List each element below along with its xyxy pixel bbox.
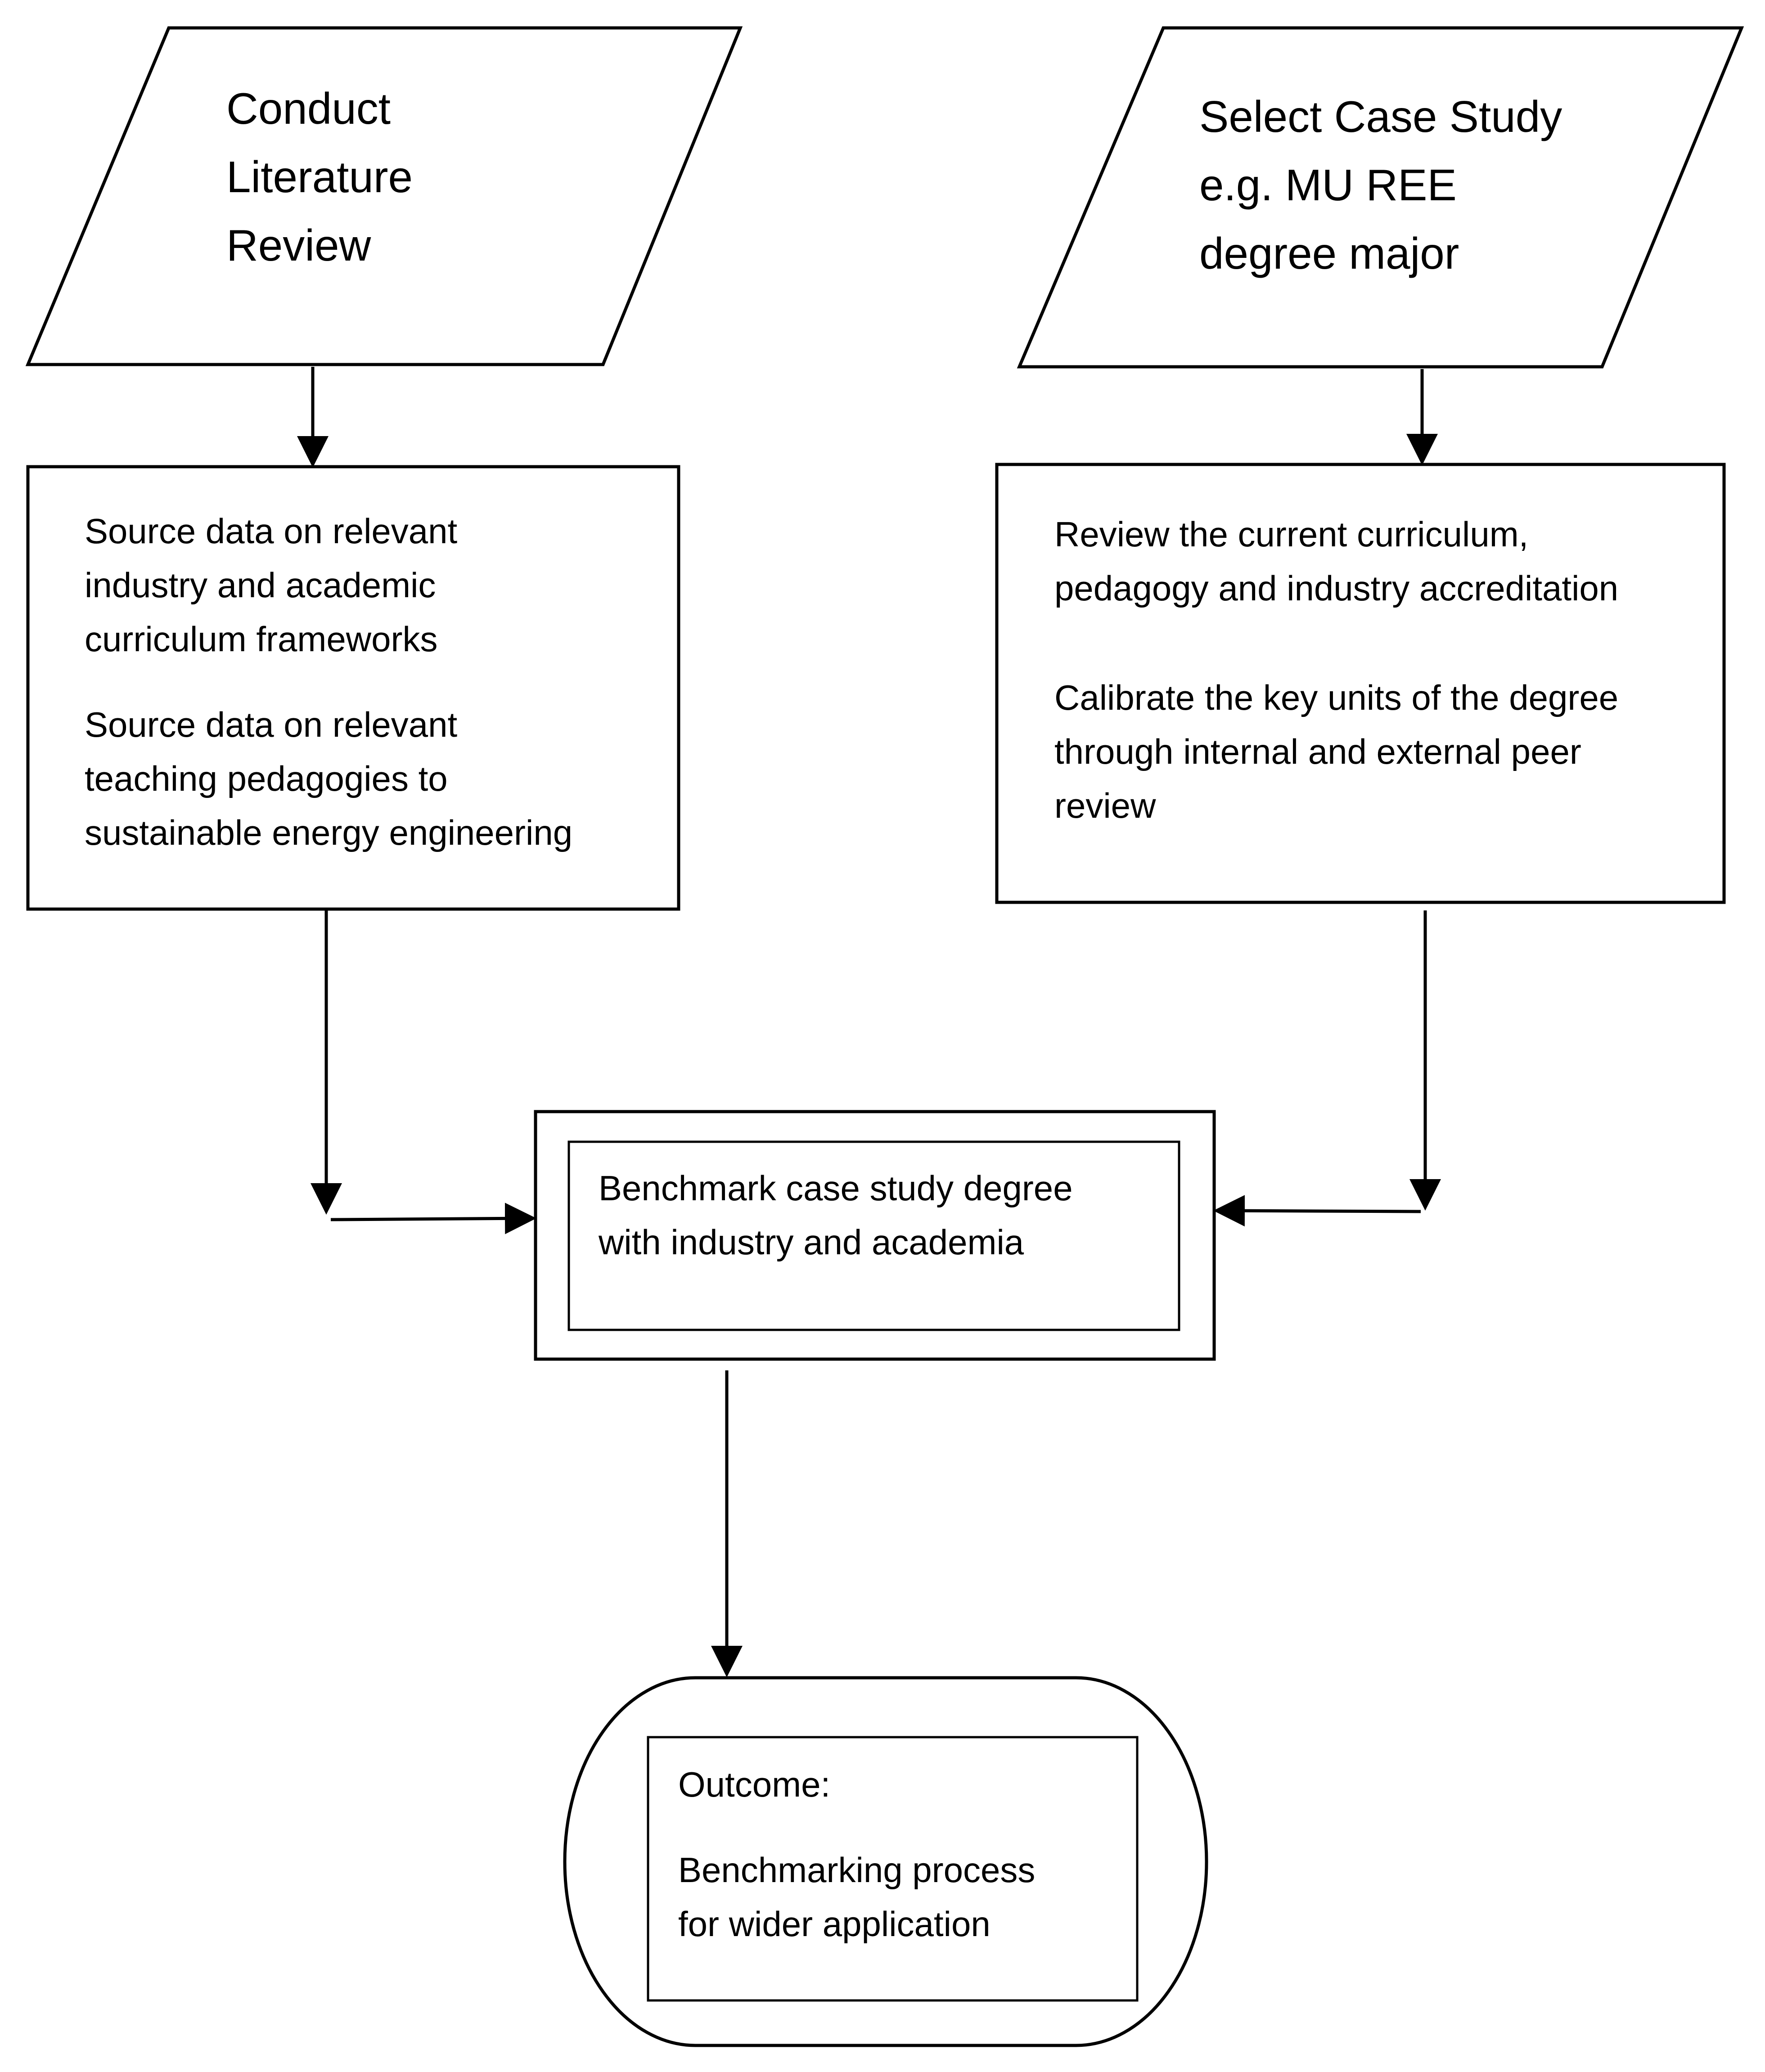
outcome-text: Benchmarking process for wider applicati… (678, 1843, 1035, 1951)
case-study-text: Select Case Study e.g. MU REE degree maj… (1199, 82, 1562, 288)
source-data-paragraph-1: Source data on relevant industry and aca… (85, 504, 457, 666)
source-data-line: industry and academic (85, 565, 436, 605)
case-study-parallelogram (1017, 26, 1744, 369)
review-curriculum-line: Review the current curriculum, (1054, 514, 1529, 554)
review-curriculum-paragraph-2: Calibrate the key units of the degree th… (1054, 671, 1618, 833)
literature-review-line: Literature (226, 152, 413, 202)
case-study-line: e.g. MU REE (1199, 160, 1457, 210)
benchmark-line: Benchmark case study degree (599, 1168, 1073, 1208)
outcome-terminator (563, 1676, 1208, 2047)
source-data-line: sustainable energy engineering (85, 813, 573, 852)
benchmark-text: Benchmark case study degree with industr… (599, 1161, 1073, 1269)
literature-review-text: Conduct Literature Review (226, 74, 413, 279)
review-curriculum-box (995, 463, 1726, 904)
benchmark-line: with industry and academia (599, 1222, 1024, 1262)
source-data-paragraph-2: Source data on relevant teaching pedagog… (85, 698, 572, 860)
review-curriculum-line: through internal and external peer (1054, 732, 1581, 771)
case-study-line: Select Case Study (1199, 92, 1562, 141)
benchmark-inner-box (567, 1140, 1180, 1331)
outcome-line: Benchmarking process (678, 1850, 1036, 1890)
arrow-review-to-benchmark (1213, 1195, 1421, 1227)
literature-review-parallelogram (25, 26, 743, 366)
source-data-line: Source data on relevant (85, 511, 458, 551)
review-curriculum-line: pedagogy and industry accreditation (1054, 568, 1619, 608)
source-data-line: Source data on relevant (85, 705, 458, 744)
source-data-line: curriculum frameworks (85, 619, 438, 659)
source-data-box (26, 465, 680, 911)
source-data-line: teaching pedagogies to (85, 759, 448, 798)
literature-review-line: Review (226, 221, 371, 270)
review-curriculum-line: Calibrate the key units of the degree (1054, 678, 1619, 717)
case-study-line: degree major (1199, 229, 1459, 278)
outcome-line: for wider application (678, 1904, 991, 1944)
benchmark-outer-box (534, 1110, 1216, 1361)
arrow-source-to-benchmark (330, 1203, 536, 1234)
outcome-inner-box (647, 1736, 1139, 2002)
literature-review-line: Conduct (226, 84, 391, 133)
outcome-heading: Outcome: (678, 1765, 831, 1804)
review-curriculum-paragraph-1: Review the current curriculum, pedagogy … (1054, 507, 1618, 615)
review-curriculum-line: review (1054, 786, 1156, 825)
